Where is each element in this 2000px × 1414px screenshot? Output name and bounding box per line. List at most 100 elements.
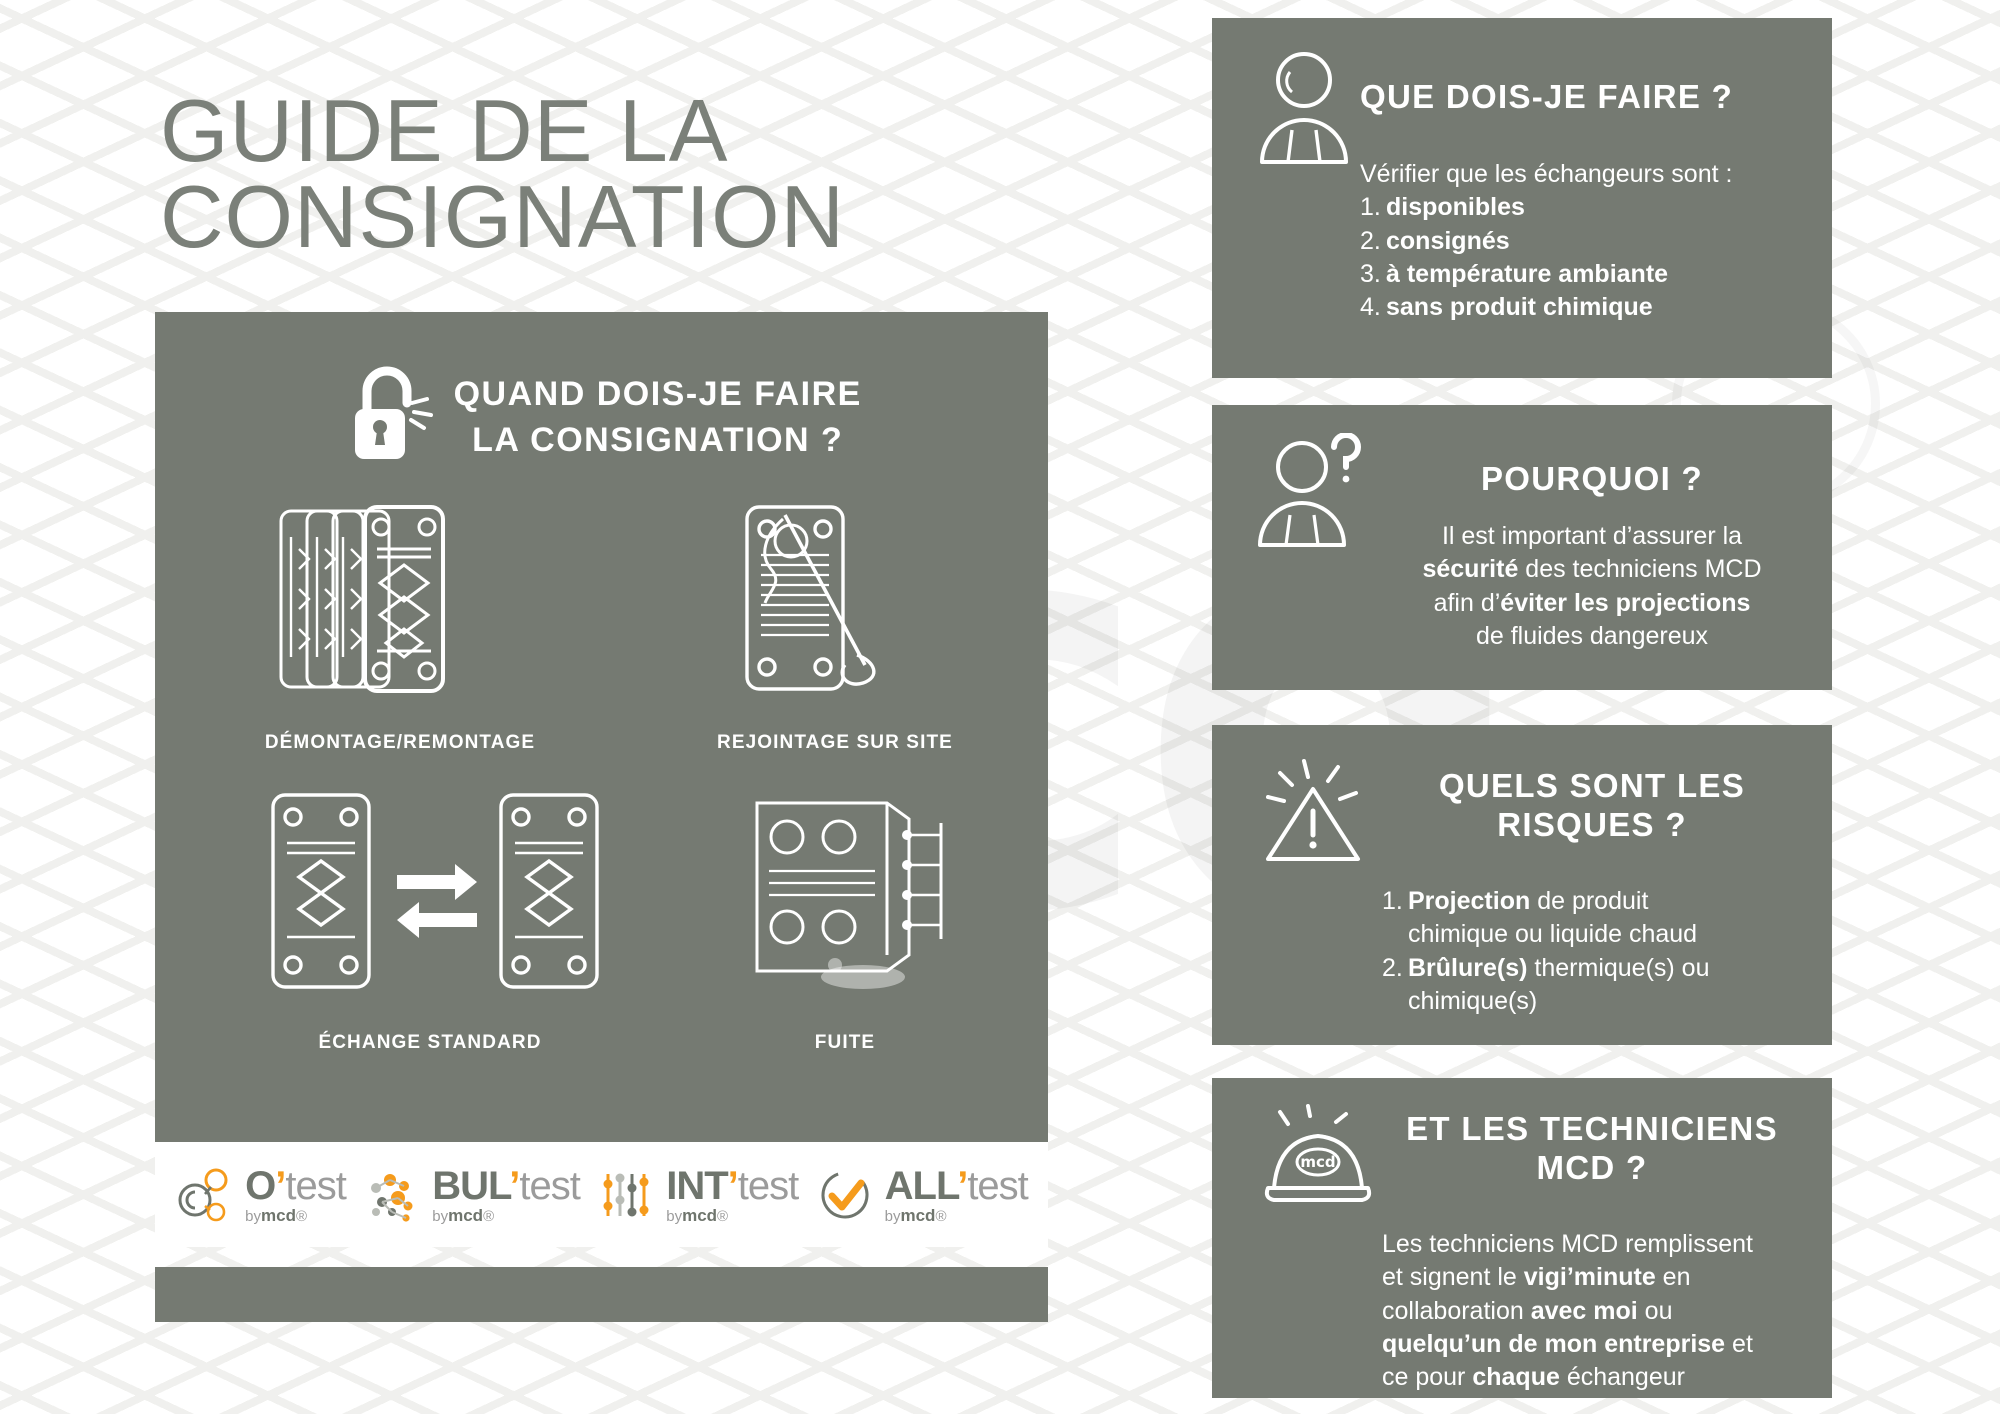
list-item-number: 2. — [1382, 953, 1403, 982]
logo-bul-test: BUL’test bymcd® — [362, 1163, 581, 1225]
panel-risks-title: QUELS SONT LES RISQUES ? — [1382, 767, 1802, 845]
list-item-label: à température ambiante — [1386, 259, 1669, 288]
panel-technicians-line2-c: en — [1655, 1263, 1691, 1292]
panel-technicians-line2-a: et signent le — [1382, 1263, 1524, 1292]
list-item-continuation: chimique(s) — [1408, 986, 1538, 1015]
mcd-helmet-icon: mcd — [1258, 1104, 1378, 1219]
panel-technicians-line3-a: collaboration — [1382, 1296, 1531, 1325]
logo-brand-3: mcd — [900, 1205, 936, 1225]
list-item: 1. disponibles — [1360, 191, 1820, 224]
list-item-label: sans produit chimique — [1386, 293, 1653, 321]
list-item-rest: de produit — [1530, 887, 1649, 915]
list-item-bold: Projection — [1408, 887, 1531, 915]
warning-triangle-icon — [1258, 755, 1368, 872]
logo-name-2: INT — [666, 1163, 728, 1208]
panel-technicians-line4-c: et — [1725, 1329, 1753, 1358]
when-heading: QUAND DOIS-JE FAIRE LA CONSIGNATION ? — [155, 357, 1048, 478]
panel-technicians-body: Les techniciens MCD remplissent et signe… — [1382, 1228, 1822, 1394]
panel-why-line3-bold: éviter les projections — [1500, 588, 1751, 617]
list-item: 4. sans produit chimique — [1360, 291, 1820, 324]
logo-name-0: O — [245, 1163, 276, 1208]
diagram-caption-1: DÉMONTAGE/REMONTAGE — [264, 732, 536, 753]
logo-int-test: INT’test bymcd® — [596, 1163, 799, 1225]
panel-technicians-line3: collaboration avec moi ou — [1382, 1295, 1822, 1328]
when-panel: QUAND DOIS-JE FAIRE LA CONSIGNATION ? — [155, 312, 1048, 1142]
panel-technicians-line5-c: échangeur — [1559, 1363, 1685, 1391]
panel-why-line2-rest: des techniciens MCD — [1518, 555, 1762, 584]
list-item-number: 3. — [1360, 259, 1381, 288]
all-test-mark-icon — [821, 1171, 869, 1218]
logo-brand-0: mcd — [261, 1205, 296, 1225]
person-question-icon — [1258, 432, 1368, 554]
panel-risks-title-line1: QUELS SONT LES — [1438, 767, 1746, 804]
logo-apostrophe-3: ’ — [957, 1163, 968, 1208]
logo-suffix-0: test — [285, 1163, 346, 1208]
panel-what-intro: Vérifier que les échangeurs sont : — [1360, 160, 1733, 188]
bottom-bar — [155, 1267, 1048, 1322]
left-card: QUAND DOIS-JE FAIRE LA CONSIGNATION ? — [155, 312, 1048, 1322]
plate-swap-icon — [271, 793, 599, 989]
list-item-rest: thermique(s) ou — [1527, 953, 1710, 982]
panel-technicians-line1: Les techniciens MCD remplissent — [1382, 1230, 1753, 1258]
svg-text:mcd: mcd — [1300, 1153, 1335, 1171]
panel-why-line3-rest: afin d’ — [1433, 588, 1501, 617]
panel-technicians-title: ET LES TECHNICIENS MCD ? — [1382, 1110, 1802, 1188]
list-item: 2. consignés — [1360, 225, 1820, 258]
logo-name-1: BUL — [432, 1163, 510, 1208]
logo-apostrophe-2: ’ — [727, 1163, 739, 1208]
panel-why-body: Il est important d’assurer la sécurité d… — [1382, 520, 1802, 653]
panel-why-line2: sécurité des techniciens MCD — [1382, 553, 1802, 586]
page-title-line1: GUIDE DE LA — [160, 81, 729, 180]
logo-by-0: by — [245, 1207, 262, 1225]
panel-what-body: Vérifier que les échangeurs sont : 1. di… — [1360, 158, 1820, 324]
logo-reg-2: ® — [717, 1207, 729, 1225]
plate-stack-icon — [279, 505, 445, 693]
panel-technicians-line3-b: avec moi — [1530, 1296, 1638, 1325]
logo-reg-0: ® — [295, 1207, 308, 1225]
page-title-line2: CONSIGNATION — [160, 167, 846, 267]
logo-reg-3: ® — [935, 1207, 947, 1225]
list-item: 1.Projection de produit chimique ou liqu… — [1382, 885, 1812, 952]
o-test-mark-icon — [178, 1168, 228, 1221]
diagram-caption-2: REJOINTAGE SUR SITE — [717, 732, 953, 753]
panel-risks: QUELS SONT LES RISQUES ? 1.Projection de… — [1212, 725, 1832, 1045]
panel-what-list: 1. disponibles 2. consignés 3. à tempéra… — [1360, 191, 1820, 324]
logo-suffix-1: test — [519, 1163, 580, 1208]
panel-technicians-line5-a: ce pour — [1382, 1363, 1473, 1391]
panel-technicians: mcd ET LES TECHNICIENS MCD ? Les technic… — [1212, 1078, 1832, 1398]
page-title: GUIDE DE LA CONSIGNATION — [160, 87, 960, 267]
logo-brand-1: mcd — [448, 1205, 484, 1225]
person-icon — [1258, 50, 1350, 171]
list-item-number: 1. — [1382, 887, 1403, 915]
list-item-number: 1. — [1360, 193, 1381, 222]
panel-technicians-title-line2: MCD ? — [1536, 1148, 1648, 1186]
when-heading-line2: LA CONSIGNATION ? — [472, 420, 844, 459]
logo-all-test: ALL’test bymcd® — [815, 1163, 1029, 1225]
when-heading-text: QUAND DOIS-JE FAIRE LA CONSIGNATION ? — [454, 372, 862, 464]
logo-o-test: O’test bymcd® — [175, 1163, 347, 1225]
panel-why-line3: afin d’éviter les projections — [1382, 587, 1802, 620]
panel-technicians-line4: quelqu’un de mon entreprise et — [1382, 1328, 1822, 1361]
panel-technicians-line2-b: vigi’minute — [1523, 1263, 1656, 1292]
list-item-number: 2. — [1360, 226, 1381, 255]
int-test-mark-icon — [603, 1173, 649, 1216]
logo-name-3: ALL — [884, 1163, 959, 1208]
panel-why-line4: de fluides dangereux — [1475, 621, 1709, 650]
list-item: 2.Brûlure(s) thermique(s) ou chimique(s) — [1382, 952, 1812, 1019]
panel-risks-list: 1.Projection de produit chimique ou liqu… — [1382, 885, 1812, 1018]
when-heading-line1: QUAND DOIS-JE FAIRE — [453, 374, 862, 413]
logo-suffix-2: test — [737, 1163, 799, 1208]
logo-apostrophe-1: ’ — [509, 1163, 520, 1208]
logo-suffix-3: test — [967, 1163, 1028, 1208]
panel-risks-title-line2: RISQUES ? — [1497, 805, 1687, 843]
logo-apostrophe-0: ’ — [275, 1163, 286, 1208]
logo-by-3: by — [884, 1207, 901, 1225]
heat-exchanger-leak-icon — [755, 801, 943, 989]
list-item-label: disponibles — [1386, 193, 1525, 222]
product-logo-strip: O’test bymcd® — [155, 1142, 1048, 1247]
logo-by-2: by — [666, 1207, 683, 1225]
panel-why: POURQUOI ? Il est important d’assurer la… — [1212, 405, 1832, 690]
panel-risks-body: 1.Projection de produit chimique ou liqu… — [1382, 885, 1812, 1018]
panel-technicians-title-line1: ET LES TECHNICIENS — [1406, 1110, 1778, 1147]
bul-test-mark-icon — [371, 1173, 413, 1222]
